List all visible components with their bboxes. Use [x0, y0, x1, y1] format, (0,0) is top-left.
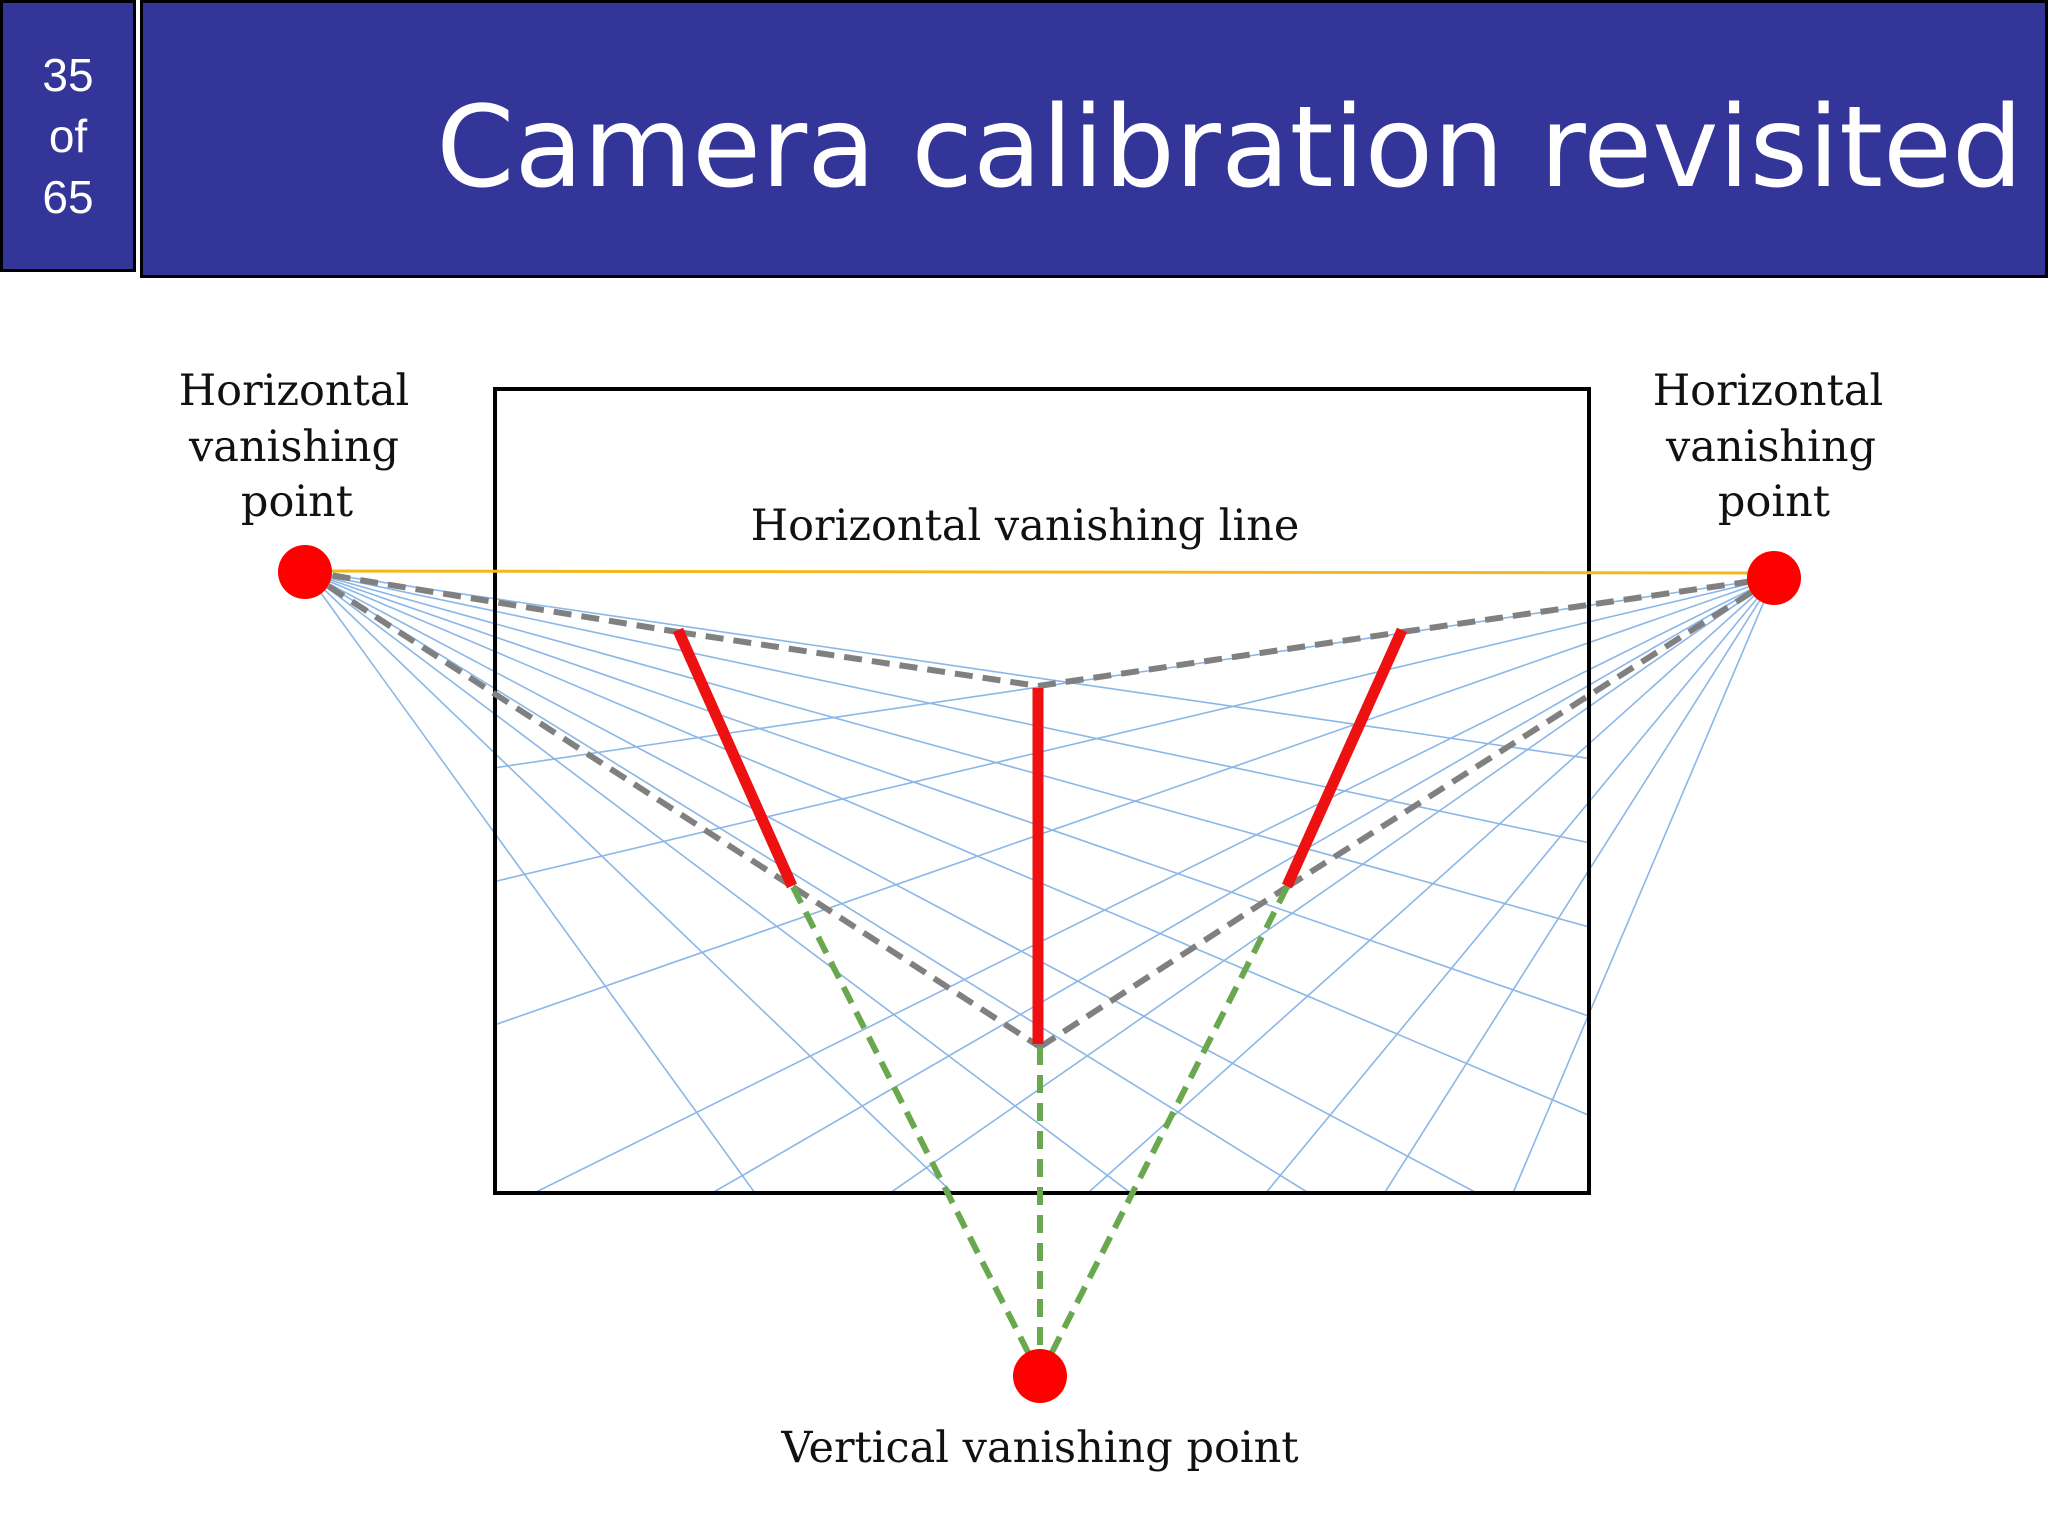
- grid-line: [495, 610, 1589, 844]
- grid-line: [495, 597, 1589, 760]
- grid-line-outer: [1588, 577, 1775, 671]
- horizon-line-label: Horizontal vanishing line: [751, 501, 1300, 551]
- grid-line-outer: [304, 570, 496, 755]
- grid-line-outer: [304, 570, 496, 653]
- gray-dashed-line: [677, 629, 1039, 689]
- grid-line-outer: [1588, 577, 1775, 644]
- grid-line: [710, 684, 1589, 1193]
- vertical-edges: [672, 627, 1408, 1044]
- vertical-vp-label: Vertical vanishing point: [780, 1423, 1298, 1473]
- gray-dashed-line: [791, 884, 1042, 1050]
- slide-counter: 35 of 65: [0, 0, 136, 272]
- gray-dashed-line: [1038, 884, 1289, 1050]
- grid-line: [1264, 800, 1589, 1193]
- green-dashed-line: [790, 885, 1043, 1378]
- slide-number: 35: [42, 48, 94, 101]
- grid-line: [495, 650, 1589, 1117]
- grid-line: [532, 668, 1589, 1193]
- grid-line-outer: [1588, 577, 1775, 1015]
- left-vp-label-line3: point: [241, 477, 353, 527]
- grid-line-outer: [1588, 577, 1775, 803]
- grid-line: [495, 687, 1311, 1193]
- grid-line-outer: [1588, 577, 1775, 871]
- gray-dashed-line: [1285, 575, 1776, 890]
- grid-line-outer: [304, 570, 496, 835]
- gray-construction-lines: [303, 568, 1776, 1050]
- slide-of-label: of: [48, 109, 88, 162]
- right-vp-label-line2: vanishing: [1665, 422, 1876, 472]
- slide-header: 35 of 65 Camera calibration revisited: [0, 0, 2048, 278]
- grid-line: [1383, 868, 1589, 1193]
- vertical-vanishing-point: [1013, 1349, 1067, 1403]
- green-construction-lines: [790, 885, 1290, 1378]
- grid-line: [495, 832, 756, 1193]
- left-vanishing-point: [278, 545, 332, 599]
- green-dashed-line: [1037, 885, 1290, 1378]
- grid-line-outer: [304, 570, 496, 673]
- right-vanishing-point: [1747, 551, 1801, 605]
- grid-line: [495, 670, 1479, 1193]
- gray-dashed-line: [1401, 575, 1775, 635]
- grid-line-outer: [304, 570, 496, 625]
- grid-line: [495, 752, 954, 1193]
- grid-line: [495, 621, 1589, 883]
- slide-title: Camera calibration revisited: [436, 83, 2023, 213]
- left-vertical-edge: [672, 627, 798, 889]
- horizontal-vanishing-line: [304, 569, 1775, 575]
- gray-dashed-line: [304, 568, 679, 635]
- right-vp-label-line1: Horizontal: [1653, 366, 1884, 416]
- left-vp-label-line1: Horizontal: [179, 366, 410, 416]
- grid-line: [495, 713, 1133, 1193]
- grid-line: [495, 641, 1589, 1026]
- grid-line: [888, 705, 1589, 1193]
- gray-dashed-line: [303, 568, 795, 890]
- right-vertical-edge: [1281, 627, 1408, 889]
- grid-line: [495, 636, 1589, 1018]
- grid-line-outer: [304, 570, 496, 638]
- left-vp-label-line2: vanishing: [188, 422, 399, 472]
- right-vp-label-line3: point: [1718, 477, 1830, 527]
- title-bar: Camera calibration revisited: [140, 0, 2048, 278]
- grid-line: [495, 622, 1589, 928]
- slide-total: 65: [42, 170, 94, 223]
- grid-line: [1512, 1011, 1589, 1193]
- grid-line: [1086, 742, 1589, 1193]
- gray-dashed-line: [1037, 629, 1403, 689]
- grid-line-outer: [1588, 577, 1775, 745]
